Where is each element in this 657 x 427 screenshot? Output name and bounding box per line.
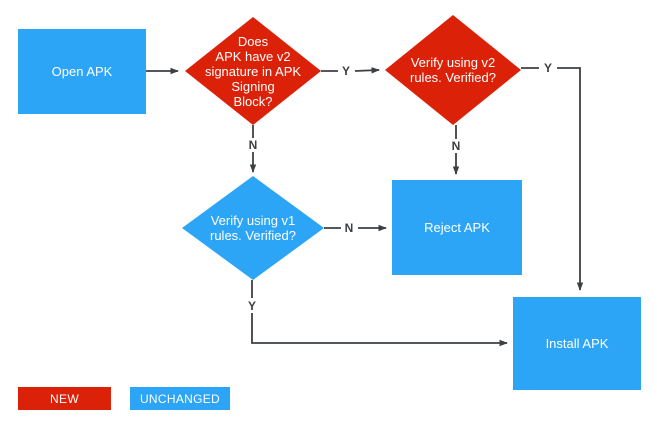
node-reject-apk[interactable] [392,180,522,275]
legend-item-unchanged: UNCHANGED [139,391,221,406]
edge-label-verify-v1-yes: Y [247,299,257,313]
edge-label-v2q-yes: Y [341,64,351,78]
edge-v2yes-b [557,67,584,291]
node-has-v2-signature[interactable] [185,17,321,125]
edge-v1yes-b [251,313,508,347]
node-open-apk[interactable] [18,29,146,114]
legend-swatch-unchanged [130,387,230,410]
node-install-apk[interactable] [513,297,641,390]
edge-label-verify-v2-yes: Y [543,61,553,75]
legend-swatch-new [18,387,111,410]
edge-label-verify-v1-no: N [344,221,354,235]
edge-v2q-yes-b [354,67,380,74]
node-verify-v1[interactable] [182,176,324,280]
edge-label-v2q-no: N [248,138,258,152]
edge-label-verify-v2-no: N [451,139,461,153]
legend-item-new: NEW [50,391,79,406]
node-verify-v2[interactable] [385,15,521,125]
